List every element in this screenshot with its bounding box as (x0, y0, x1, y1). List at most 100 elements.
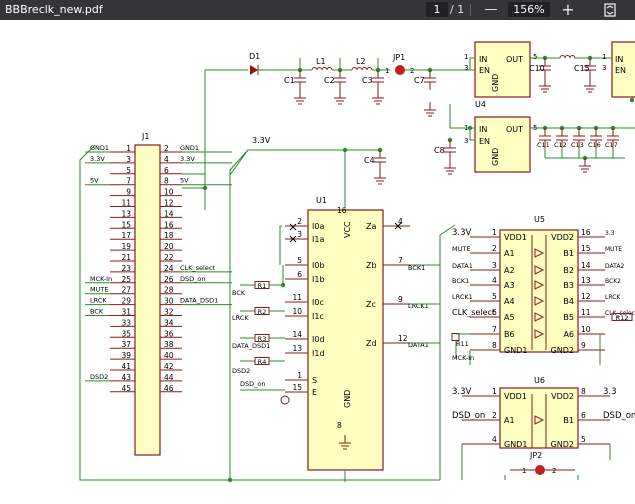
u6-net-left: 3.3V (452, 387, 472, 397)
cap-ref: C8 (434, 146, 445, 155)
j1-pin-right: 42 (164, 362, 174, 371)
u1-pin-name: I1d (312, 349, 325, 358)
u5-pin-num: 11 (581, 308, 591, 317)
ref-u5: U5 (534, 215, 545, 224)
u5-pin-name: B5 (563, 313, 574, 322)
u1-pin-name: I1b (312, 275, 325, 284)
j1-pin-right: 44 (164, 373, 174, 382)
u1-pin-num: 5 (297, 256, 302, 265)
inverter-bubble (280, 395, 290, 405)
u1-pin-num: 14 (292, 330, 302, 339)
inductor-coil (321, 67, 328, 71)
resistor-ref: R4 (258, 358, 267, 366)
j1-pin-right: 16 (164, 220, 174, 229)
j1-pin-left: 29 (121, 297, 131, 306)
j1-pin-right: 36 (164, 329, 174, 338)
pin-label: 3 (464, 64, 468, 72)
u1-pin-name: Zb (366, 261, 377, 270)
j1-pin-left: 39 (121, 351, 131, 360)
u5-net-right: DATA2 (605, 263, 624, 270)
j1-net-right: CLK_select (180, 264, 215, 272)
isolator-channel (534, 415, 545, 425)
j1-pin-left: 15 (121, 220, 131, 229)
ref-u4: U4 (475, 100, 486, 109)
u1-pin-num: 10 (292, 307, 302, 316)
u5-pin-name: B2 (563, 266, 574, 275)
wire-bus-mid (229, 149, 249, 480)
u6-net-right: DSD_on (603, 411, 635, 421)
j1-pin-right: 14 (164, 209, 174, 218)
j1-pin-left: 3 (126, 155, 131, 164)
u5-pin-name: B3 (563, 281, 574, 290)
j1-pin-right: 10 (164, 188, 174, 197)
no-connect (394, 222, 402, 230)
u5-pin-num: 5 (492, 292, 497, 301)
inductor-coil (569, 55, 576, 59)
pin-name: IN (479, 125, 487, 134)
j1-pin-left: 31 (121, 308, 131, 317)
pin-name: EN (615, 66, 626, 75)
j1-net-left: 3.3V (90, 155, 105, 163)
cap-ref: C12 (554, 141, 567, 149)
page-total: / 1 (450, 3, 465, 16)
inductor-coil (326, 67, 333, 71)
ref-inductor: L2 (356, 57, 366, 66)
u1-pin-name: I0c (312, 298, 324, 307)
wire-u1 (279, 225, 282, 265)
cap-ref: C1 (284, 76, 295, 85)
pin-name: IN (479, 55, 487, 64)
u1-pin-num: 12 (398, 334, 408, 343)
j1-pin-left: 9 (126, 188, 131, 197)
j1-pin-right: 22 (164, 253, 174, 262)
u5-net-right: MUTE (605, 246, 622, 253)
j1-pin-left: 41 (121, 362, 131, 371)
j1-net-left: 5V (90, 177, 99, 185)
j1-pin-right: 12 (164, 199, 174, 208)
u1-pin-num: 7 (398, 256, 403, 265)
u1-pin-name: GND (343, 390, 352, 408)
j1-net-left: MUTE (90, 286, 108, 294)
j1-pin-left: 27 (121, 286, 131, 295)
j1-pin-right: 38 (164, 340, 174, 349)
j1-pin-right: 6 (164, 166, 169, 175)
cap-ref: C11 (537, 141, 550, 149)
toolbar-divider (470, 4, 471, 16)
ref-d1: D1 (249, 52, 260, 61)
u5-pin-name: A4 (504, 297, 515, 306)
cap-ref: C4 (364, 156, 375, 165)
u5-pin-num: 2 (492, 244, 497, 253)
u5-pin-num: 14 (581, 261, 591, 270)
u5-pin-num: 9 (581, 341, 586, 350)
zoom-out-button[interactable]: — (484, 2, 498, 17)
u5-pin-name: B4 (563, 297, 574, 306)
fit-page-icon[interactable] (600, 1, 620, 19)
j1-pin-right: 28 (164, 286, 174, 295)
zoom-level-input[interactable]: 156% (508, 2, 550, 17)
inductor-coil (311, 67, 318, 71)
u1-pin-num: 15 (292, 383, 302, 392)
u1-pin-name: S (312, 376, 317, 385)
j1-net-left: DSD2 (90, 373, 108, 381)
u6-pin-num: 2 (492, 411, 497, 420)
u5-net-left: 3.3V (452, 228, 472, 238)
u6-net-right: 3.3 (603, 387, 617, 397)
u5-net-left: MCK-In (452, 354, 474, 362)
wire (439, 224, 456, 236)
regulator-top-right (611, 41, 635, 98)
u5-net-left: CLK_select (452, 308, 495, 317)
u6-pin-num: 6 (581, 411, 586, 420)
pin-label: 3 (464, 137, 468, 145)
u5-pin-num: 8 (492, 341, 497, 350)
u1-pin-num: 4 (398, 217, 403, 226)
u6-pin-name: VDD2 (551, 392, 574, 401)
pin-name: GND (491, 148, 500, 166)
zoom-in-button[interactable]: + (561, 0, 575, 19)
u5-pin-num: 4 (492, 276, 497, 285)
u1-net-in: DATA_DSD1 (232, 342, 270, 350)
j1-pin-right: 4 (164, 155, 169, 164)
page-number-input[interactable]: 1 (426, 2, 448, 17)
isolator-channel (534, 329, 545, 339)
j1-net-left: MCK-In (90, 275, 112, 283)
